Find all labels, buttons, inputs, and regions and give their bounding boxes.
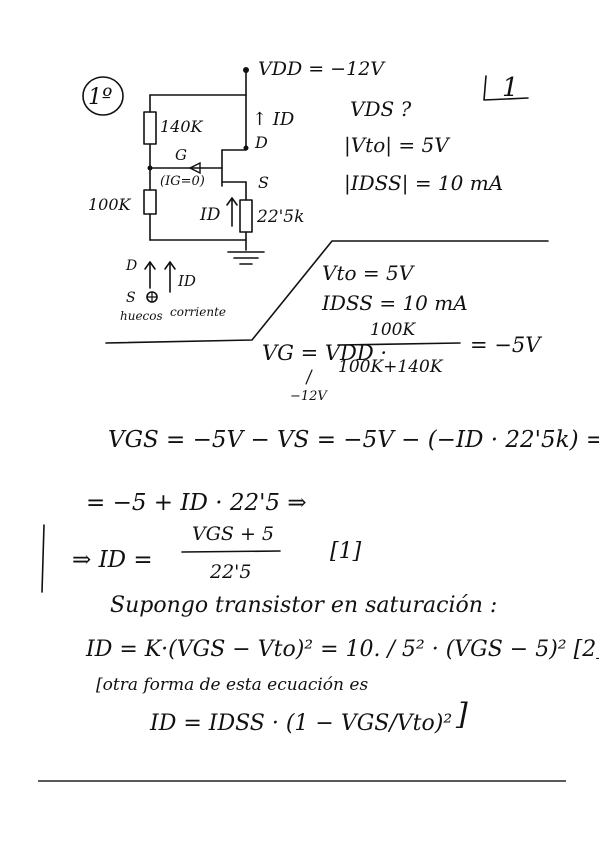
legend-d: D: [125, 258, 137, 274]
legend-s: S: [126, 290, 136, 306]
vdd-note: −12V: [290, 389, 328, 404]
page-number: 1: [502, 73, 519, 103]
alternative-equation: ID = IDSS · (1 − VGS/Vto)²: [149, 711, 452, 736]
vg-numerator: 100K: [370, 320, 416, 340]
vto-abs: |Vto| = 5V: [344, 133, 451, 158]
rs-label: 22'5k: [256, 207, 304, 227]
jfet-circuit: [143, 67, 265, 265]
vg-fraction-bar: [337, 342, 461, 346]
id-side-label: ID: [199, 205, 221, 225]
vgs-continuation: = −5 + ID · 22'5 ⇒: [86, 490, 307, 516]
vdd-label: VDD = −12V: [258, 58, 386, 80]
supongo-line: Supongo transistor en saturación :: [110, 593, 497, 618]
vto-value: Vto = 5V: [322, 261, 416, 285]
id-lhs: ⇒ ID =: [72, 547, 153, 573]
r-bottom-label: 100K: [88, 195, 132, 214]
ref-1: [1]: [330, 539, 362, 564]
idss-value: IDSS = 10 mA: [321, 291, 468, 315]
vg-rhs: = −5V: [470, 333, 542, 357]
problem-circle: [82, 76, 124, 116]
ig-label: (IG=0): [160, 174, 205, 189]
legend-huecos: huecos: [120, 309, 163, 323]
vg-denominator: 100K+140K: [338, 357, 444, 377]
vds-question: VDS ?: [350, 97, 412, 121]
id-top-label: ↑ ID: [252, 109, 295, 130]
vgs-equation: VGS = −5V − VS = −5V − (−ID · 22'5k) =: [108, 427, 599, 453]
source-label: S: [258, 173, 269, 192]
section-divider: [105, 240, 549, 344]
idss-abs: |IDSS| = 10 mA: [344, 171, 503, 196]
drain-label: D: [254, 133, 268, 152]
current-legend: [144, 261, 176, 303]
problem-tag: 1º: [88, 85, 112, 110]
r-top-label: 140K: [160, 117, 204, 136]
vdd-note-arrow: [305, 369, 313, 385]
id-numerator: VGS + 5: [192, 523, 274, 545]
id-fraction-bar: [181, 550, 281, 553]
legend-id: ID: [177, 272, 196, 290]
closing-bracket: ]: [455, 697, 468, 732]
page-number-mark: [483, 75, 529, 101]
margin-bar: [41, 524, 45, 593]
otra-forma-line: [otra forma de esta ecuación es: [96, 675, 368, 695]
legend-corriente: corriente: [170, 305, 226, 319]
saturation-equation: ID = K·(VGS − Vto)² = 10. / 5² · (VGS − …: [85, 637, 599, 662]
gate-label: G: [175, 146, 187, 164]
id-denominator: 22'5: [209, 561, 252, 583]
